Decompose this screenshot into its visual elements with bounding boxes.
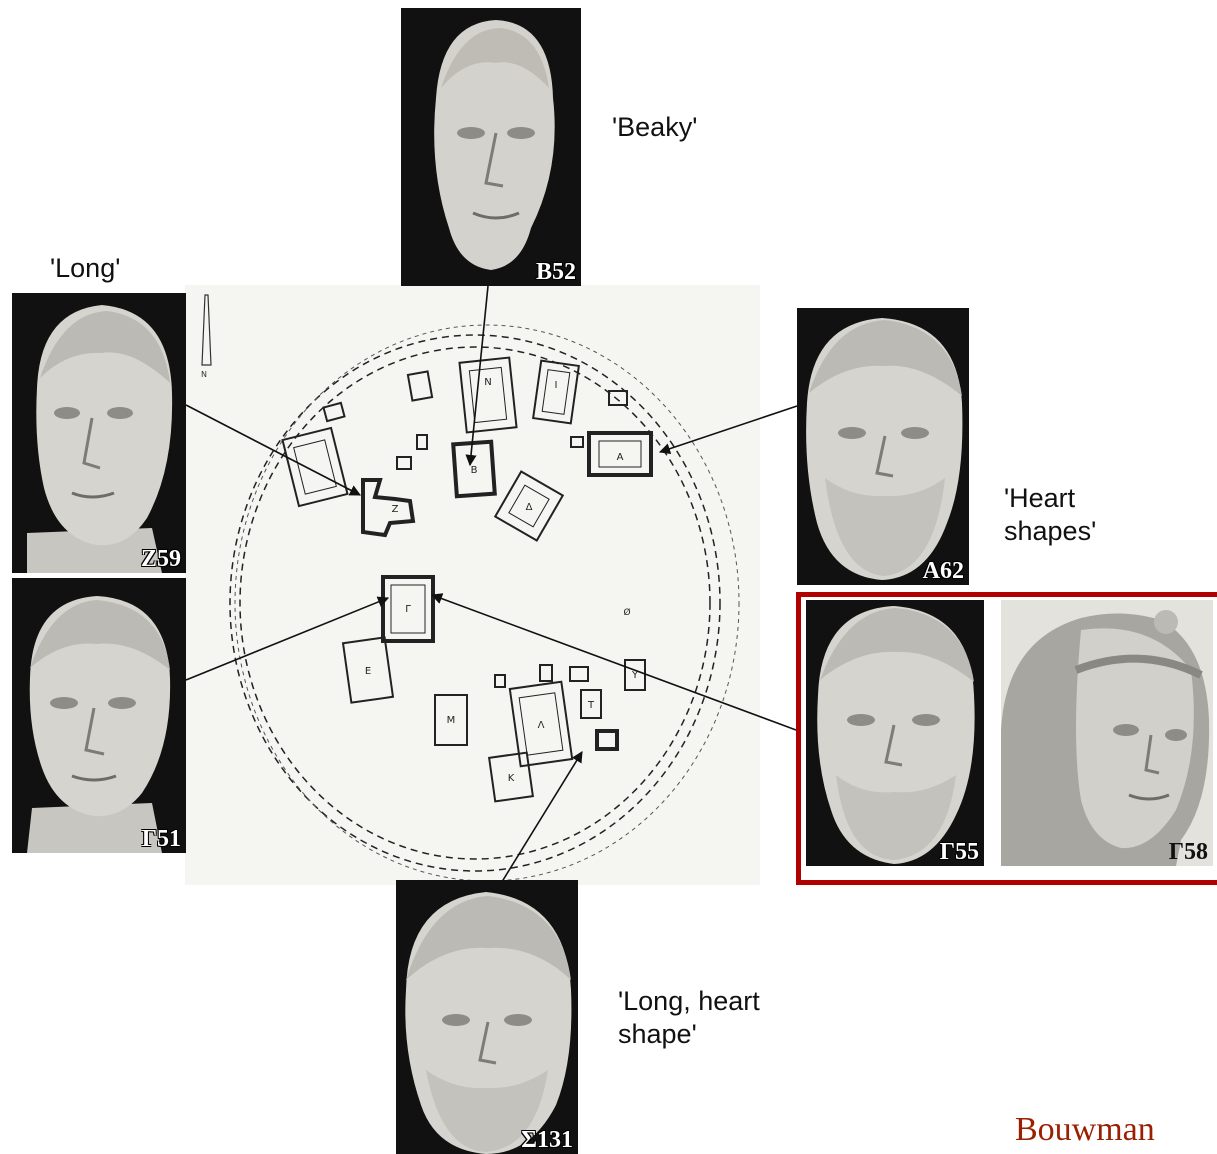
svg-text:N: N — [201, 370, 207, 379]
svg-text:K: K — [508, 773, 515, 784]
head-photo-z59: Z59 — [12, 293, 186, 573]
label-long: 'Long' — [50, 252, 120, 285]
head-photo-s131: Σ131 — [396, 880, 578, 1154]
svg-text:A: A — [617, 452, 624, 463]
author-credit: Bouwman — [1015, 1113, 1155, 1147]
label-beaky: 'Beaky' — [612, 111, 697, 144]
svg-text:Γ: Γ — [405, 604, 411, 615]
site-plan-drawing: N — [185, 285, 760, 885]
label-long-heart-shape-line-1: 'Long, heart — [618, 985, 760, 1018]
head-photo-a62: A62 — [797, 308, 969, 585]
svg-text:Λ: Λ — [538, 720, 545, 731]
highlight-frame — [796, 592, 1217, 885]
head-code: B52 — [536, 260, 576, 284]
svg-text:Ø: Ø — [623, 607, 630, 618]
sculpted-head-long-icon — [12, 293, 186, 573]
sculpted-head-beaky-icon — [401, 8, 581, 286]
head-photo-b52: B52 — [401, 8, 581, 286]
label-long-heart-shape: 'Long, heart shape' — [618, 985, 760, 1051]
head-photo-g51: Γ51 — [12, 578, 186, 853]
svg-text:E: E — [365, 666, 371, 677]
north-arrow-icon: N — [201, 295, 211, 379]
sculpted-head-bearded-icon — [396, 880, 578, 1154]
svg-text:T: T — [587, 700, 595, 711]
svg-text:Δ: Δ — [526, 502, 533, 513]
sculpted-head-bearded-icon — [797, 308, 969, 585]
head-code: Γ51 — [142, 827, 181, 851]
svg-text:Z: Z — [392, 504, 399, 515]
site-plan: N — [185, 285, 760, 885]
head-code: A62 — [923, 559, 964, 583]
svg-text:Y: Y — [631, 670, 639, 681]
label-heart-shapes-line-2: shapes' — [1004, 515, 1096, 548]
svg-text:B: B — [471, 465, 478, 476]
svg-text:M: M — [447, 715, 456, 726]
head-code: Σ131 — [521, 1128, 573, 1152]
label-heart-shapes-line-1: 'Heart — [1004, 482, 1096, 515]
svg-text:I: I — [555, 380, 558, 391]
svg-text:N: N — [484, 377, 491, 388]
sculpted-head-icon — [12, 578, 186, 853]
label-heart-shapes: 'Heart shapes' — [1004, 482, 1096, 548]
head-code: Z59 — [141, 547, 181, 571]
label-long-heart-shape-line-2: shape' — [618, 1018, 760, 1051]
